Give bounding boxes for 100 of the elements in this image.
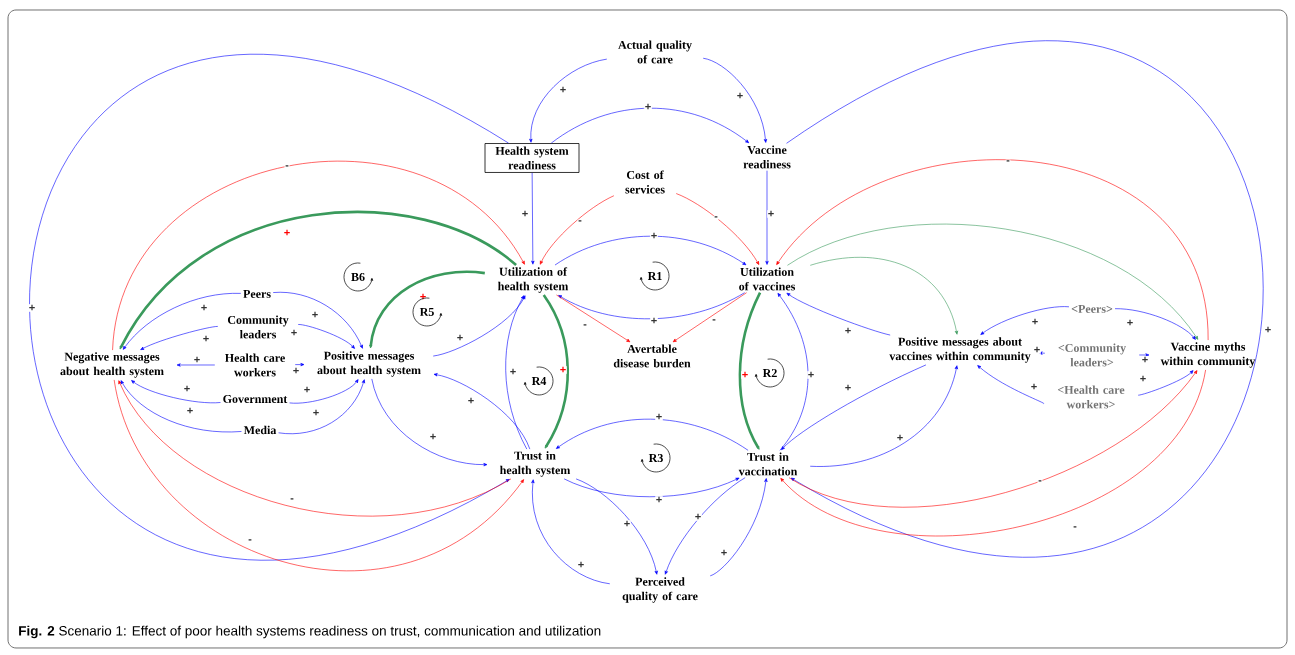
edge-label: + [807,371,815,379]
arrow [119,210,517,350]
edge-label: + [429,433,437,441]
arrow [369,270,485,349]
edge-label: + [655,496,663,504]
edge-label: + [290,329,298,337]
arrow [781,364,927,451]
arrow [1137,370,1194,396]
variable-name: Positive messages about vaccines within community [889,337,1031,363]
arrow [809,365,958,467]
arrow [289,379,359,404]
variable-name: Government [223,394,288,403]
arrow [432,295,526,357]
edge-label: + [193,356,201,364]
variable-name: Perceived quality of care [622,577,698,603]
arrow [542,294,570,449]
arrow [120,380,242,433]
edge-label: + [767,210,775,218]
edge-label: + [694,513,702,521]
arrow [294,362,305,367]
arrow [531,479,611,585]
edge-label: + [1033,346,1041,354]
edge-label: + [623,520,631,528]
arrow [122,293,242,350]
edge-label: - [713,215,719,221]
edge-label: + [559,86,567,94]
edge-label: - [1072,525,1078,531]
arrow [539,195,615,265]
edge-label: + [186,407,194,415]
edge-label: + [303,386,311,394]
edge-label: - [1005,159,1011,165]
edge-label: + [720,549,728,557]
arrow [550,107,750,144]
edge-label: + [1126,319,1134,327]
arrow [809,257,959,335]
arrow [1114,308,1196,340]
edge-label: + [183,385,191,393]
arrow [980,306,1070,335]
arrow [531,172,535,265]
edge-label: - [1037,479,1043,485]
arrow [709,478,768,577]
arrow [776,159,1209,341]
arrow [505,295,528,450]
arrow [556,294,631,343]
variable-name: Vaccine readiness [743,145,791,169]
arrow [672,292,747,343]
arrow [131,380,221,404]
variable-name: <Peers> [1071,305,1113,313]
arrow [556,418,749,451]
arrow [675,193,760,265]
arrow [780,369,1206,537]
arrow [765,170,769,265]
edge-label: + [1141,356,1149,364]
arrow [433,373,531,450]
arrow [1138,353,1150,357]
edge-label: + [1031,318,1039,326]
variable-name: Negative messages about health system [60,352,164,378]
arrow [113,379,525,571]
edge-label: + [521,210,529,218]
arrow [112,160,525,351]
arrow [118,380,512,517]
edge-label: - [582,323,588,329]
arrow [176,363,216,367]
arrow [702,57,768,143]
edge-label: + [292,367,300,375]
edge-label: - [577,219,583,225]
arrow [529,58,608,143]
edge-label: + [650,232,658,240]
edge-label: - [711,318,717,324]
arrow [786,292,891,336]
edge-label: + [1264,326,1272,334]
edge-label: + [736,92,744,100]
variable-name: <Health care workers> [1057,385,1125,409]
variable-name: Trust in health system [500,451,571,477]
edge-label: + [311,311,319,319]
edge-label: + [456,334,464,342]
variable-name: Community leaders [227,315,289,339]
arrow [278,379,365,434]
arrow [788,370,1198,508]
edge-label: + [577,561,585,569]
arrow [140,326,219,350]
variable-name: Utilization of health system [498,267,569,293]
edge-label: + [467,397,475,405]
variable-name: Vaccine myths within community [1160,342,1256,368]
edge-label: + [650,317,658,325]
edge-label: + [559,366,567,374]
edge-label: + [844,384,852,392]
arrow [371,378,488,467]
edge-label: - [289,497,295,503]
edge-label: + [844,327,852,335]
arrow [272,292,363,349]
edge-label: - [284,164,290,170]
arrow [563,477,740,498]
variable-name: <Community leaders> [1058,343,1126,367]
edge-label: + [200,304,208,312]
arrow [575,478,658,575]
arrow [777,293,809,451]
arrow [738,292,762,450]
variable-name: Avertable disease burden [613,344,691,368]
edge-label: + [202,335,210,343]
